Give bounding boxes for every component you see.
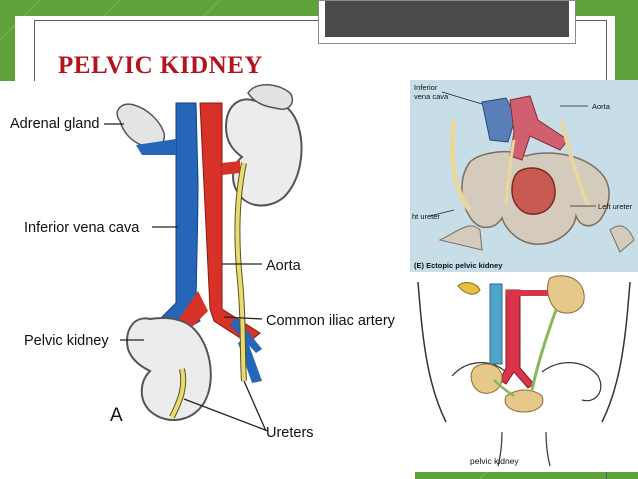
label-pelvic-kidney: Pelvic kidney bbox=[24, 333, 109, 349]
right-kidney-c bbox=[547, 275, 585, 314]
label-b-right-ureter: ht ureter bbox=[412, 212, 440, 221]
right-ureter-b bbox=[449, 119, 472, 212]
label-b-aorta: Aorta bbox=[592, 102, 611, 111]
panel-letter-a: A bbox=[110, 405, 123, 426]
diagram-a: Adrenal gland Inferior vena cava Aorta C… bbox=[0, 81, 415, 479]
pelvic-kidney bbox=[126, 317, 212, 421]
slide-title: PELVIC KIDNEY bbox=[58, 52, 263, 79]
left-ureter-b bbox=[560, 119, 590, 207]
label-aorta: Aorta bbox=[266, 258, 302, 274]
pelvic-kidney-b bbox=[511, 167, 556, 215]
label-adrenal-gland: Adrenal gland bbox=[10, 116, 100, 132]
diagram-b: Inferior vena cava Aorta Left ureter ht … bbox=[410, 80, 638, 272]
label-inferior-vena-cava: Inferior vena cava bbox=[24, 220, 140, 236]
label-b-left-ureter: Left ureter bbox=[598, 202, 633, 211]
diagram-c: pelvic kidney bbox=[410, 272, 638, 472]
ivc-c bbox=[489, 283, 503, 365]
aorta bbox=[199, 102, 261, 344]
title-tab bbox=[318, 0, 576, 44]
body-outline bbox=[417, 281, 631, 423]
adrenal-gland bbox=[116, 103, 166, 149]
label-common-iliac-artery: Common iliac artery bbox=[266, 313, 396, 329]
ureter-c bbox=[530, 309, 558, 391]
adrenal-c bbox=[457, 282, 481, 295]
caption-c: pelvic kidney bbox=[470, 456, 519, 466]
aorta-c bbox=[499, 289, 535, 389]
caption-b: (E) Ectopic pelvic kidney bbox=[414, 261, 503, 270]
label-line: vena cava bbox=[414, 92, 449, 101]
ivc-b bbox=[481, 97, 517, 143]
title-tab-inner bbox=[325, 1, 569, 37]
pelvis-outline bbox=[451, 362, 602, 402]
label-ureters: Ureters bbox=[266, 425, 314, 441]
bladder bbox=[504, 389, 544, 413]
label-b-inferior-vena-cava: Inferior vena cava bbox=[414, 83, 449, 101]
pelvic-kidney-c bbox=[470, 363, 503, 394]
right-adrenal bbox=[247, 84, 294, 110]
